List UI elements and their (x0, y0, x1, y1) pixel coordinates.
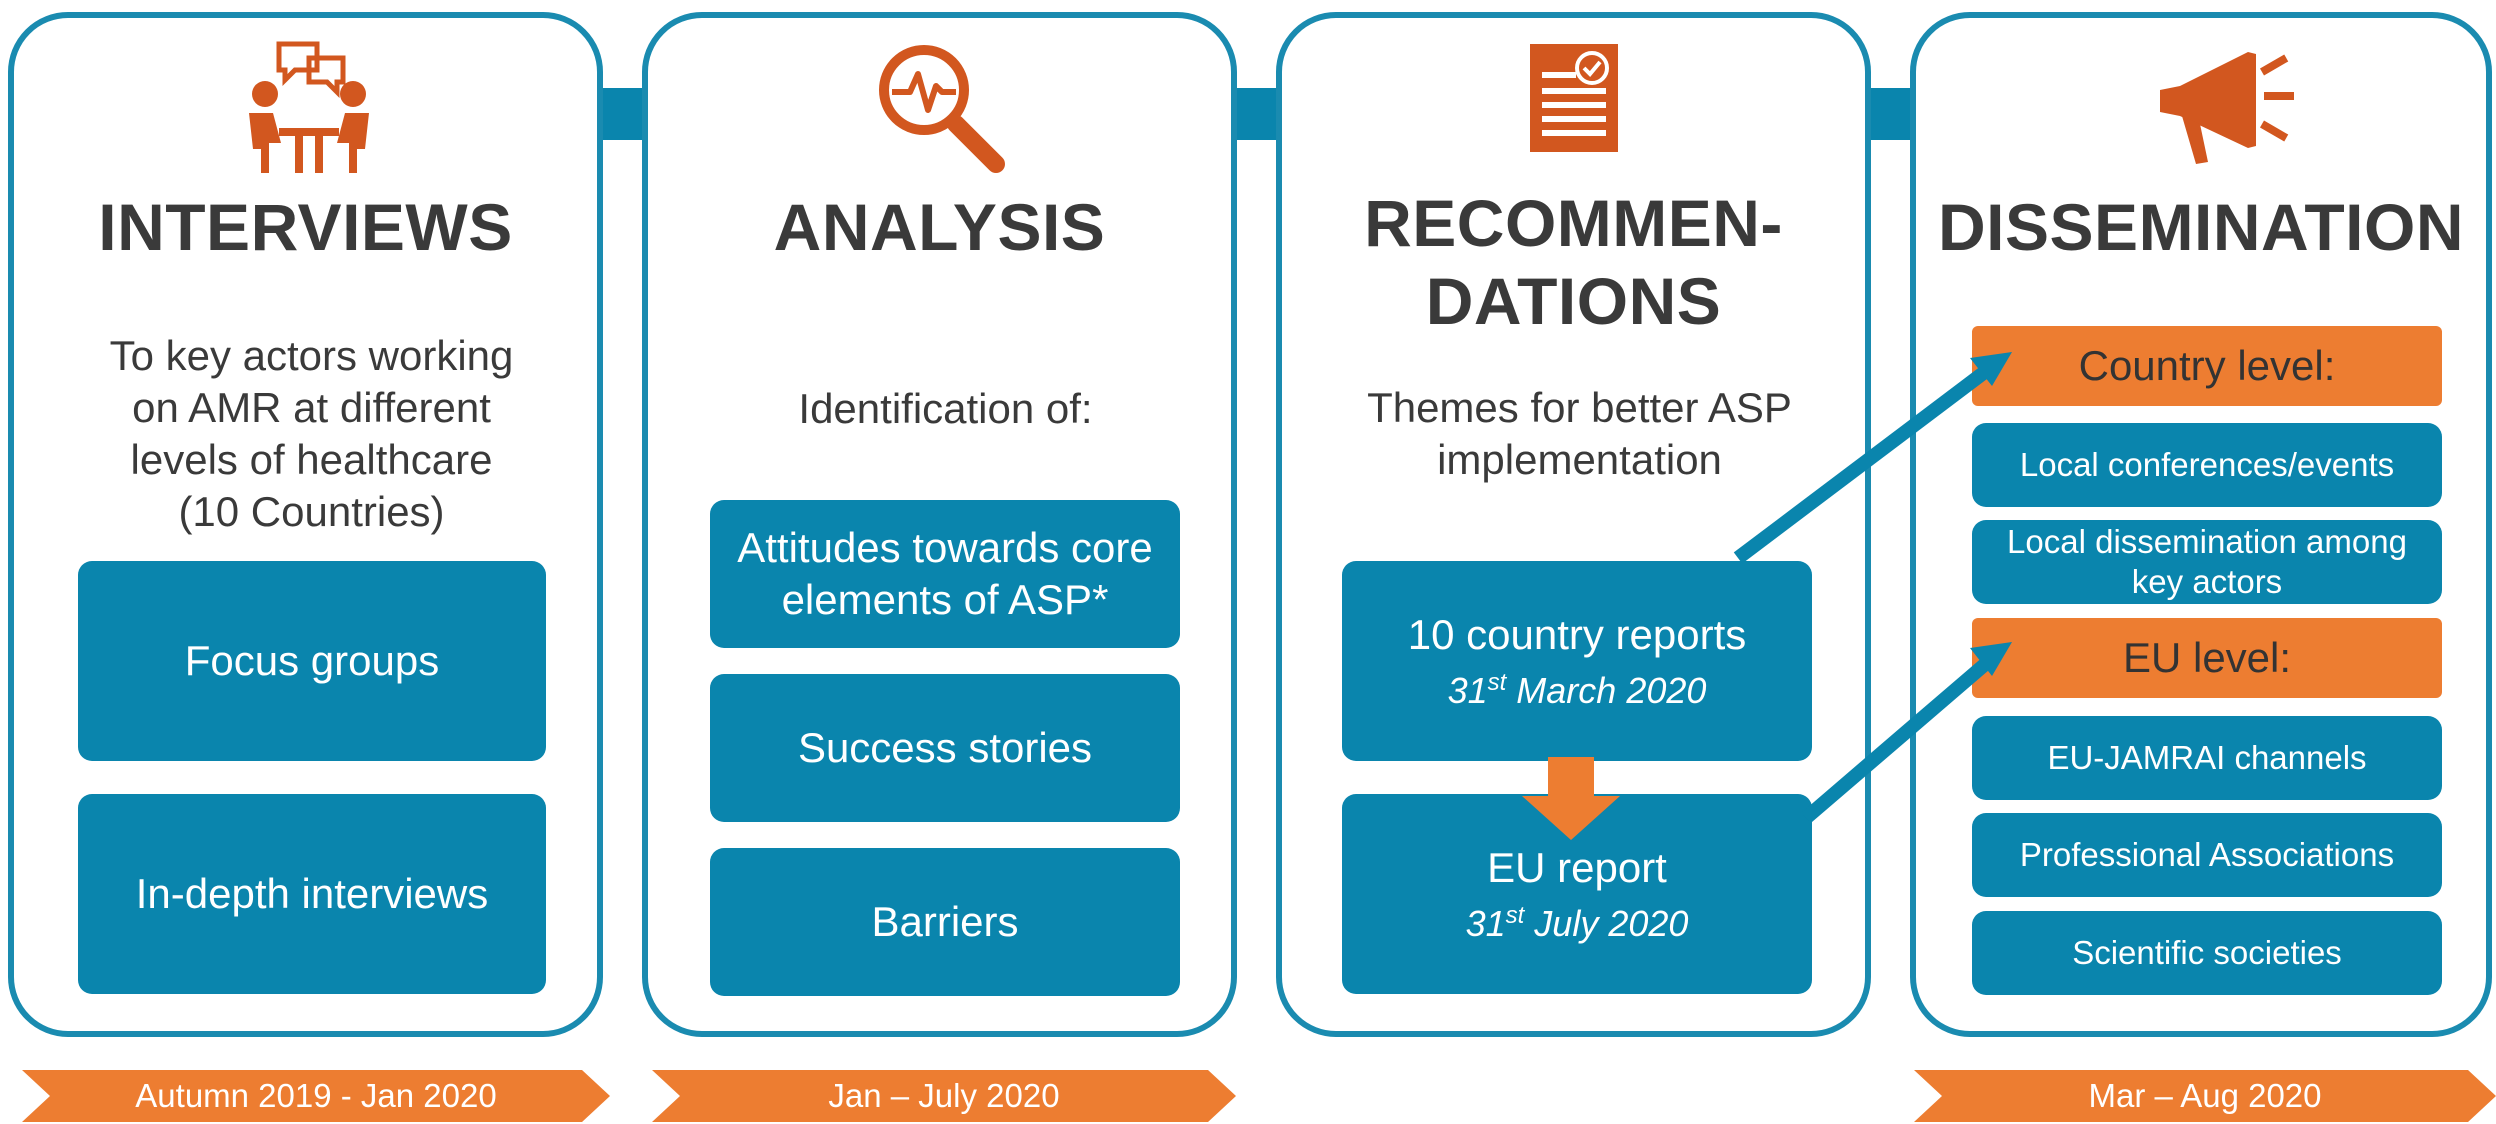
arrowhead-country-level (1970, 352, 2012, 386)
country-reports-box: 10 country reports 31st March 2020 (1342, 561, 1812, 761)
timeline-chevron (1914, 1070, 2496, 1122)
meeting-icon (239, 38, 379, 178)
barriers-box: Barriers (710, 848, 1180, 996)
box-label: Local dissemination among key actors (2007, 523, 2407, 600)
arrow-eu-report-to-eu-level (1801, 654, 1995, 824)
date-suffix: st (1505, 902, 1525, 929)
analysis-description: Identification of: (648, 383, 1243, 435)
box-label: Focus groups (184, 637, 440, 684)
document-check-icon (1530, 44, 1620, 154)
desc-line: Themes for better ASP (1367, 384, 1792, 431)
focus-groups-box: Focus groups (78, 561, 546, 761)
date-day: 31 (1447, 670, 1488, 711)
local-conferences-box: Local conferences/events (1972, 423, 2442, 507)
success-stories-box: Success stories (710, 674, 1180, 822)
eu-jamrai-channels-box: EU-JAMRAI channels (1972, 716, 2442, 800)
box-label: Barriers (871, 898, 1019, 945)
title-line: RECOMMEN- (1364, 186, 1783, 260)
analysis-magnifier-icon (870, 36, 1010, 176)
card-analysis: ANALYSIS Identification of: Attitudes to… (642, 12, 1237, 1037)
scientific-societies-box: Scientific societies (1972, 911, 2442, 995)
recommendations-description: Themes for better ASP implementation (1282, 382, 1877, 486)
date-suffix: st (1487, 669, 1507, 696)
timeline-dissemination: Mar – Aug 2020 (1914, 1070, 2496, 1124)
card-dissemination: DISSEMINATION Country level: Local confe… (1910, 12, 2492, 1037)
dissemination-title: DISSEMINATION (1938, 190, 2464, 264)
megaphone-icon (2156, 46, 2306, 166)
timeline-chevron (22, 1070, 610, 1122)
timeline-label: Mar – Aug 2020 (2088, 1077, 2322, 1114)
down-arrow-icon (1522, 757, 1620, 840)
report-label: EU report (1487, 844, 1667, 891)
box-label: Attitudes towards core elements of ASP* (737, 524, 1153, 623)
box-label: EU-JAMRAI channels (2047, 739, 2367, 776)
box-label: Scientific societies (2072, 934, 2342, 971)
report-date: 31st March 2020 (1448, 661, 1707, 713)
date-rest: July 2020 (1524, 903, 1689, 944)
eu-level-heading: EU level: (1972, 618, 2442, 698)
report-date: 31st July 2020 (1466, 894, 1689, 946)
interviews-description: To key actors working on AMR at differen… (14, 330, 609, 538)
box-label: In-depth interviews (135, 870, 489, 917)
local-dissemination-box: Local dissemination among key actors (1972, 520, 2442, 604)
in-depth-interviews-box: In-depth interviews (78, 794, 546, 994)
interviews-title: INTERVIEWS (98, 190, 513, 264)
desc-line: on AMR at different (132, 384, 491, 431)
date-rest: March 2020 (1506, 670, 1707, 711)
eu-report-box: EU report 31st July 2020 (1342, 794, 1812, 994)
box-label: Professional Associations (2019, 836, 2395, 873)
card-interviews: INTERVIEWS To key actors working on AMR … (8, 12, 603, 1037)
desc-line: (10 Countries) (178, 488, 445, 535)
timeline-label: Autumn 2019 - Jan 2020 (135, 1077, 497, 1114)
timeline-interviews: Autumn 2019 - Jan 2020 (22, 1070, 610, 1124)
box-label: Local conferences/events (2019, 446, 2395, 483)
timeline-analysis: Jan – July 2020 (652, 1070, 1236, 1124)
desc-line: To key actors working (109, 332, 514, 379)
arrowhead-eu-level (1970, 642, 2012, 676)
title-line: DATIONS (1425, 264, 1722, 338)
report-label: 10 country reports (1407, 611, 1747, 658)
date-day: 31 (1465, 903, 1506, 944)
attitudes-box: Attitudes towards core elements of ASP* (710, 500, 1180, 648)
desc-line: levels of healthcare (130, 436, 493, 483)
desc-line: Identification of: (798, 385, 1093, 432)
timeline-chevron (652, 1070, 1236, 1122)
arrow-country-reports-to-country-level (1733, 362, 1995, 564)
box-label: Success stories (797, 724, 1093, 771)
desc-line: implementation (1437, 436, 1722, 483)
professional-associations-box: Professional Associations (1972, 813, 2442, 897)
country-level-heading: Country level: (1972, 326, 2442, 406)
recommendations-title: RECOMMEN- DATIONS (1282, 184, 1865, 340)
timeline-label: Jan – July 2020 (828, 1077, 1060, 1114)
analysis-title: ANALYSIS (773, 190, 1106, 264)
